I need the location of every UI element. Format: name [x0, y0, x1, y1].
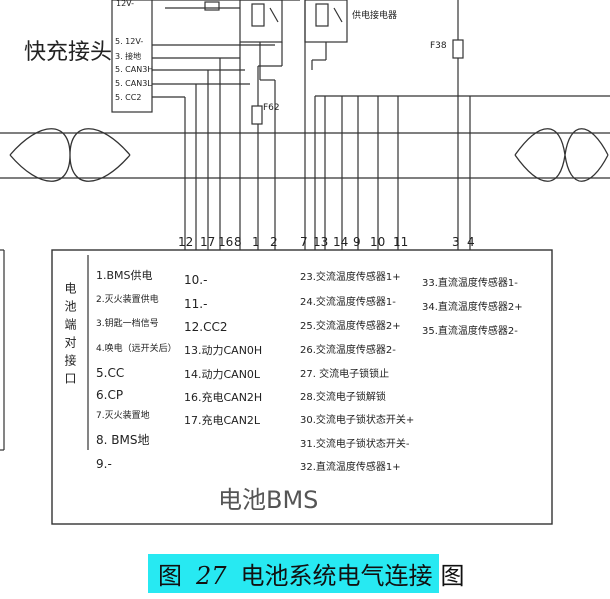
caption-tail: 图	[440, 561, 465, 590]
fuse-f62-label: F62	[263, 103, 280, 113]
bms-pin-label: 10.-	[184, 273, 208, 287]
pin-number: 16	[218, 235, 234, 249]
relay-1-box	[239, 0, 283, 43]
pin-number: 14	[333, 235, 349, 249]
quick-charge-pin: 5. CAN3H	[115, 65, 154, 74]
bms-pin-label: 35.直流温度传感器2-	[422, 326, 518, 337]
pin-number: 1	[252, 235, 260, 249]
bms-pin-label: 4.唤电（远开关后）	[96, 344, 177, 354]
bms-pin-label: 23.交流温度传感器1+	[300, 272, 401, 283]
quick-charge-pin: 3. 接地	[115, 52, 142, 61]
pin-number: 10	[370, 235, 386, 249]
pin-number: 11	[393, 235, 409, 249]
bms-pin-label: 34.直流温度传感器2+	[422, 302, 523, 313]
bms-pin-label: 32.直流温度传感器1+	[300, 462, 401, 473]
twisted-pair-right-symbol	[514, 128, 609, 182]
bms-pin-label: 25.交流温度传感器2+	[300, 321, 401, 332]
bms-pin-label: 2.灭火装置供电	[96, 295, 159, 305]
bms-pin-label: 16.充电CAN2H	[184, 391, 263, 404]
pin-number: 12	[178, 235, 194, 249]
bms-pin-label: 28.交流电子锁解锁	[300, 392, 386, 403]
bms-pin-label: 14.动力CAN0L	[184, 368, 261, 381]
figure-caption: 图 27 电池系统电气连接 图	[148, 551, 548, 595]
bms-pin-label: 11.-	[184, 297, 208, 311]
fuse-f38-label: F38	[430, 41, 447, 51]
bms-pin-label: 24.交流温度传感器1-	[300, 297, 396, 308]
bms-side-label: 电池端对接口	[63, 282, 77, 390]
caption-highlight: 图 27 电池系统电气连接	[148, 553, 439, 593]
bms-pin-label: 8. BMS地	[96, 433, 150, 447]
bms-pin-label: 12.CC2	[184, 320, 228, 334]
bms-title: 电池BMS	[218, 486, 319, 514]
fuse-f38-box	[452, 39, 464, 59]
bms-box	[51, 249, 553, 525]
quick-charge-pin: 5. CAN3L	[115, 79, 152, 88]
caption-prefix: 图	[158, 561, 182, 590]
bms-pin-label: 13.动力CAN0H	[184, 344, 263, 357]
bms-pin-label: 26.交流温度传感器2-	[300, 345, 396, 356]
pin-number: 8	[234, 235, 242, 249]
twisted-pair-left-symbol	[9, 128, 131, 182]
connector-top-pin: 12V-	[116, 0, 135, 8]
quick-charge-pin: 5. CC2	[115, 93, 142, 102]
bms-pin-label: 7.灭火装置地	[96, 411, 150, 421]
bms-pin-label: 27. 交流电子锁锁止	[300, 369, 390, 380]
bms-pin-label: 1.BMS供电	[96, 269, 153, 282]
pin-number: 9	[353, 235, 361, 249]
bms-pin-label: 5.CC	[96, 366, 125, 380]
pin-number: 7	[300, 235, 308, 249]
bms-pin-label: 31.交流电子锁状态开关-	[300, 439, 410, 450]
bms-pin-label: 30.交流电子锁状态开关+	[300, 415, 415, 426]
quick-charge-title: 快充接头	[24, 40, 113, 65]
bms-pin-label: 9.-	[96, 457, 112, 471]
supply-relay-label: 供电接电器	[352, 11, 398, 21]
relay-2-box	[304, 0, 348, 43]
caption-title: 电池系统电气连接	[240, 561, 433, 590]
pin-number: 2	[270, 235, 278, 249]
fuse-f62-box	[251, 105, 263, 125]
bms-pin-label: 33.直流温度传感器1-	[422, 278, 518, 289]
caption-number: 27	[196, 561, 227, 590]
pin-number: 3	[452, 235, 460, 249]
bms-pin-label: 17.充电CAN2L	[184, 414, 261, 427]
quick-charge-pin: 5. 12V-	[115, 37, 144, 46]
bms-pin-label: 6.CP	[96, 388, 124, 402]
pin-number: 4	[467, 235, 475, 249]
pin-number: 13	[313, 235, 329, 249]
bms-pin-label: 3.钥匙一档信号	[96, 319, 159, 329]
quick-charge-connector-box	[111, 0, 153, 113]
pin-number: 17	[200, 235, 216, 249]
